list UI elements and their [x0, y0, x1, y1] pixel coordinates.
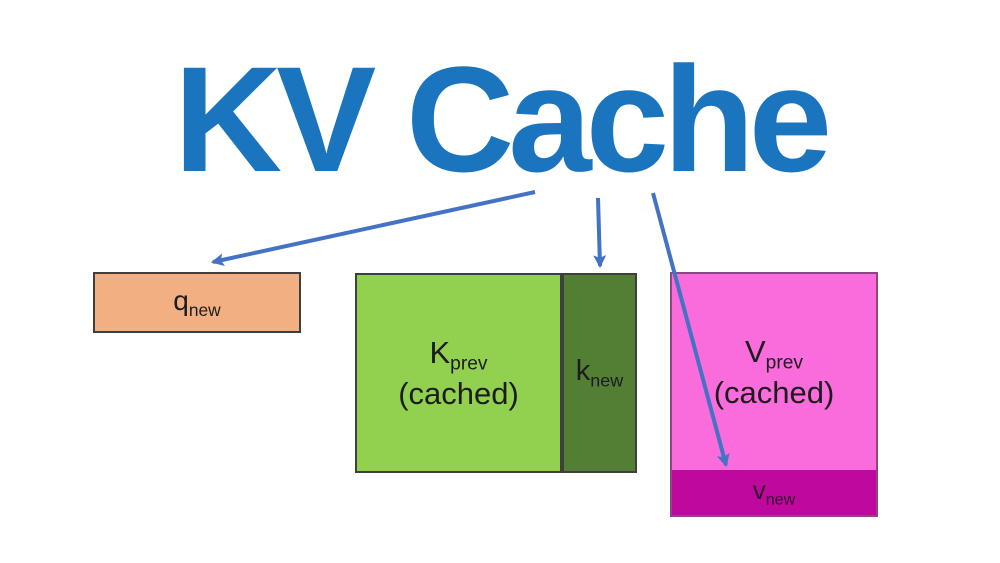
box-q-new: qnew — [93, 272, 301, 333]
box-v-prev: Vprev (cached) — [672, 274, 876, 470]
label-k-prev-sub: prev — [450, 353, 488, 375]
label-k-new-sub: new — [590, 370, 624, 391]
arrow-title-to-k-new — [593, 197, 607, 269]
label-k-prev-base: K — [429, 334, 451, 370]
label-v-new-base: v — [752, 475, 766, 505]
box-k-new: knew — [562, 273, 637, 473]
label-k-new-base: k — [575, 355, 591, 388]
label-v-new: vnew — [753, 475, 796, 510]
label-k-prev: Kprev (cached) — [398, 334, 519, 413]
label-q-new-sub: new — [188, 300, 221, 321]
label-v-prev-sub: prev — [765, 352, 804, 374]
box-v: Vprev (cached) vnew — [670, 272, 878, 517]
label-v-prev-line1: Vprev — [714, 333, 835, 375]
slide-title: KV Cache — [173, 35, 832, 203]
label-v-prev-base: V — [744, 333, 766, 369]
label-v-prev: Vprev (cached) — [714, 333, 835, 412]
label-q-new-base: q — [173, 285, 189, 317]
label-k-new: knew — [576, 354, 623, 392]
label-k-prev-line1: Kprev — [398, 334, 519, 376]
box-k-prev: Kprev (cached) — [355, 273, 562, 473]
label-v-new-sub: new — [765, 490, 796, 509]
label-q-new: qnew — [173, 284, 220, 321]
label-v-prev-line2: (cached) — [713, 375, 835, 411]
label-k-prev-line2: (cached) — [398, 376, 519, 412]
box-v-new: vnew — [672, 470, 876, 515]
